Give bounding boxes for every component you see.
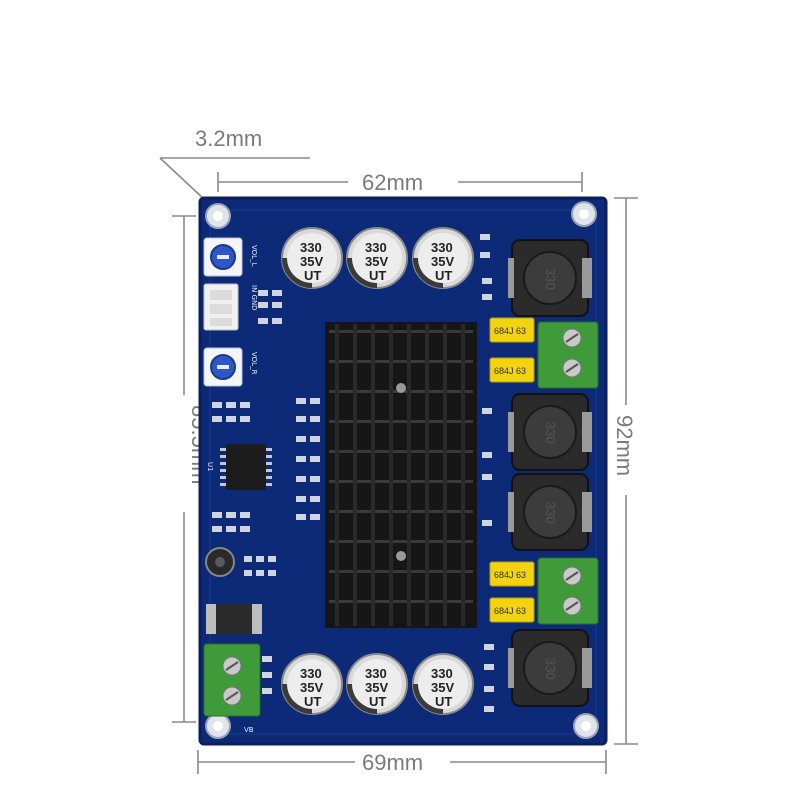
potentiometer-right: VOL_R xyxy=(203,347,258,387)
hole-offset-label: 3.2mm xyxy=(195,126,262,151)
svg-text:35V: 35V xyxy=(431,680,454,695)
inductor: 330 xyxy=(508,473,592,551)
svg-text:35V: 35V xyxy=(300,254,323,269)
svg-text:330: 330 xyxy=(431,240,453,255)
film-cap-bottom-1: 684J 63 xyxy=(489,561,535,587)
output-terminal-top xyxy=(537,321,599,389)
svg-text:35V: 35V xyxy=(431,254,454,269)
input-connector: IN GND xyxy=(203,283,258,331)
svg-text:UT: UT xyxy=(435,268,452,283)
smd-components xyxy=(212,234,494,712)
svg-text:UT: UT xyxy=(369,268,386,283)
output-terminal-bottom xyxy=(537,557,599,625)
heatsink xyxy=(325,322,477,628)
hole-spacing-width-label: 62mm xyxy=(362,170,423,195)
hole-offset-diagonal xyxy=(159,157,206,201)
small-capacitor xyxy=(205,547,235,577)
silk-power: VB xyxy=(244,726,254,734)
svg-text:UT: UT xyxy=(304,694,321,709)
silk-vol-r: VOL_R xyxy=(250,352,258,375)
inductor: 330 xyxy=(508,239,592,317)
heatsink-screw xyxy=(396,551,406,561)
silk-vol-l: VOL_L xyxy=(250,245,258,267)
diode xyxy=(206,604,262,634)
svg-text:684J 63: 684J 63 xyxy=(494,326,526,336)
pcb-board: VOL_L IN GND VOL_R xyxy=(198,196,608,746)
svg-text:684J 63: 684J 63 xyxy=(494,570,526,580)
inductor: 330 xyxy=(508,393,592,471)
svg-text:UT: UT xyxy=(304,268,321,283)
svg-text:35V: 35V xyxy=(300,680,323,695)
film-cap-top-2: 684J 63 xyxy=(489,357,535,383)
power-terminal: VB xyxy=(203,643,261,734)
svg-text:330: 330 xyxy=(365,240,387,255)
inductor: 330 xyxy=(508,629,592,707)
board-width-label: 69mm xyxy=(362,750,423,775)
inductors: 330 330 330 330 xyxy=(508,239,592,707)
svg-text:330: 330 xyxy=(543,268,558,290)
film-cap-bottom-2: 684J 63 xyxy=(489,597,535,623)
svg-text:UT: UT xyxy=(435,694,452,709)
svg-text:UT: UT xyxy=(369,694,386,709)
board-height-label: 92mm xyxy=(612,415,637,476)
svg-text:35V: 35V xyxy=(365,254,388,269)
svg-text:330: 330 xyxy=(431,666,453,681)
heatsink-screw xyxy=(396,383,406,393)
film-cap-top-1: 684J 63 xyxy=(489,317,535,343)
svg-text:330: 330 xyxy=(543,422,558,444)
svg-text:330: 330 xyxy=(300,666,322,681)
ic-chip: U1 xyxy=(206,444,272,490)
svg-text:330: 330 xyxy=(543,658,558,680)
svg-text:330: 330 xyxy=(300,240,322,255)
svg-text:35V: 35V xyxy=(365,680,388,695)
silk-in-gnd: IN GND xyxy=(250,285,258,311)
svg-text:330: 330 xyxy=(365,666,387,681)
mounting-holes xyxy=(205,201,599,739)
potentiometer-left: VOL_L xyxy=(203,237,258,277)
svg-text:684J 63: 684J 63 xyxy=(494,366,526,376)
svg-text:330: 330 xyxy=(543,502,558,524)
svg-text:684J 63: 684J 63 xyxy=(494,606,526,616)
silk-ic: U1 xyxy=(206,462,214,472)
